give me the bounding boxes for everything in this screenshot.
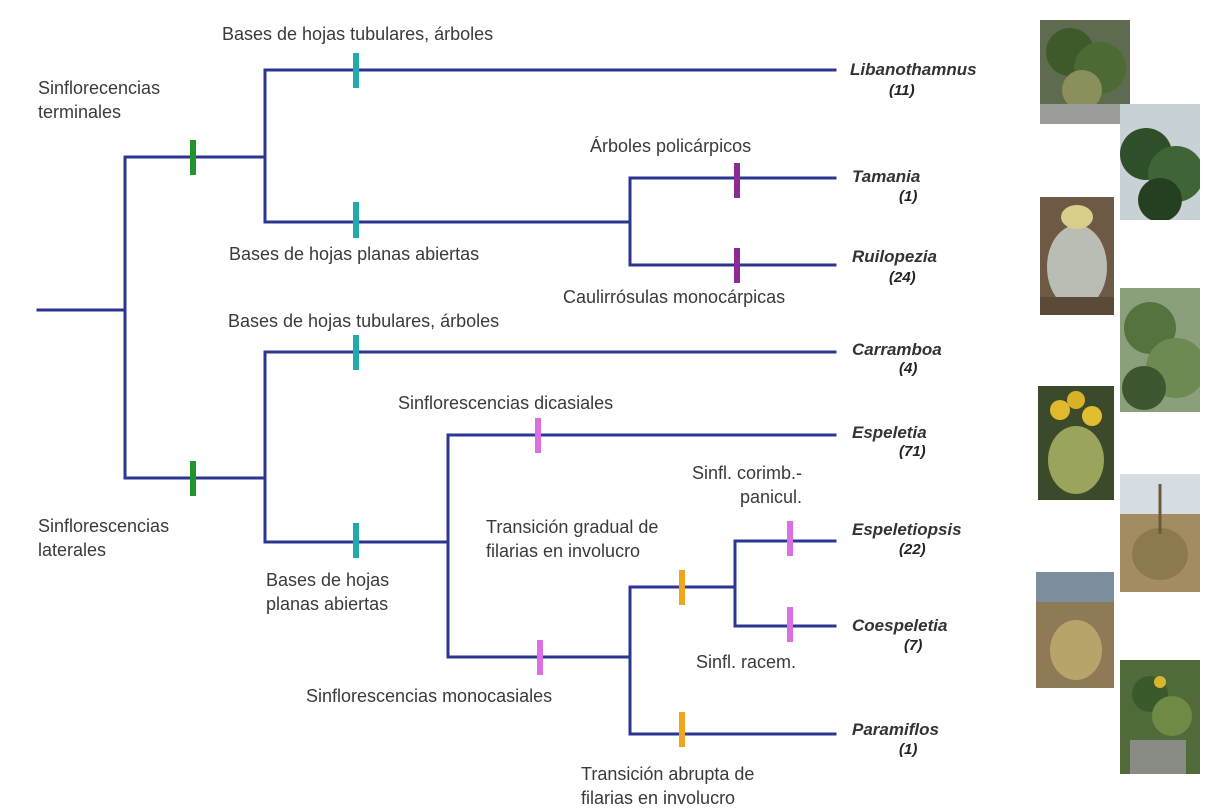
photo-carramboa (1120, 288, 1200, 412)
taxon-name-coespeletia: Coespeletia (852, 616, 948, 635)
taxon-count-carramboa: (4) (899, 360, 918, 377)
photo-espeletia (1038, 386, 1114, 500)
taxon-count-coespeletia: (7) (904, 637, 923, 654)
taxon-name-ruilopezia: Ruilopezia (852, 247, 938, 266)
taxon-name-espeletiopsis: Espeletiopsis (852, 520, 962, 539)
photo-paramiflos (1120, 660, 1200, 774)
label-arboles-policarpicos: Árboles policárpicos (590, 136, 752, 156)
label-sinflorecencias-terminales: Sinflorecencias terminales (38, 78, 161, 122)
taxon-count-paramiflos: (1) (899, 741, 918, 758)
label-sinflorescencias-monocasiales: Sinflorescencias monocasiales (306, 686, 553, 706)
taxon-count-ruilopezia: (24) (889, 269, 916, 286)
taxon-count-espeletia: (71) (899, 443, 926, 460)
photo-espeletiopsis (1120, 474, 1200, 592)
taxon-name-espeletia: Espeletia (852, 423, 927, 442)
label-bases-planas-bottom: Bases de hojas planas abiertas (266, 570, 390, 614)
label-sinfl-corimb-panicul: Sinfl. corimb.- panicul. (692, 463, 803, 507)
taxon-count-tamania: (1) (899, 188, 918, 205)
taxon-count-libanothamnus: (11) (889, 82, 915, 99)
photo-coespeletia (1036, 572, 1114, 688)
taxon-name-paramiflos: Paramiflos (852, 720, 939, 739)
taxon-name-tamania: Tamania (852, 167, 921, 186)
photo-ruilopezia (1040, 197, 1114, 315)
photo-libanothamnus (1040, 20, 1130, 124)
label-transicion-gradual: Transición gradual de filarias en involu… (486, 517, 659, 561)
photo-tamania (1120, 104, 1200, 220)
character-marks (190, 53, 793, 747)
taxon-name-libanothamnus: Libanothamnus (850, 60, 977, 79)
label-sinflorescencias-laterales: Sinflorescencias laterales (38, 516, 170, 560)
label-bases-tubulares-bottom: Bases de hojas tubulares, árboles (228, 311, 500, 331)
label-sinfl-racem: Sinfl. racem. (696, 652, 797, 672)
label-bases-tubulares-top: Bases de hojas tubulares, árboles (222, 24, 494, 44)
taxon-count-espeletiopsis: (22) (899, 541, 926, 558)
label-transicion-abrupta: Transición abrupta de filarias en involu… (581, 764, 755, 808)
label-bases-planas-top: Bases de hojas planas abiertas (229, 244, 480, 264)
label-caulirrosulas-monocarpicas: Caulirrósulas monocárpicas (563, 287, 786, 307)
label-sinflorescencias-dicasiales: Sinflorescencias dicasiales (398, 393, 614, 413)
taxon-name-carramboa: Carramboa (852, 340, 942, 359)
